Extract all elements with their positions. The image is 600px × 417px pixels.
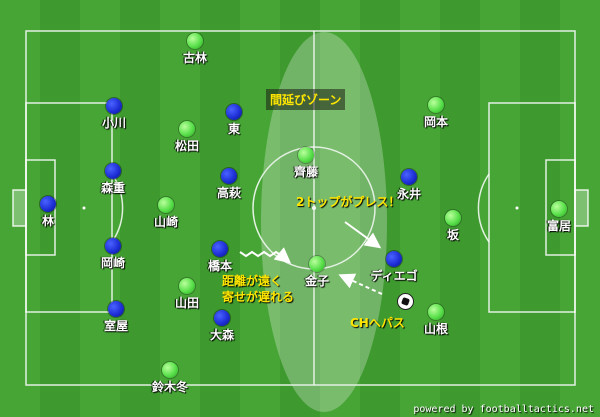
pass-arrow	[338, 273, 383, 295]
player-marker	[187, 33, 203, 49]
left-goal	[12, 189, 27, 227]
player-name: 鈴木冬	[151, 380, 188, 394]
press-note: 2トップがプレス！	[296, 195, 401, 209]
player-name: 岡本	[423, 115, 448, 129]
player-name: 富居	[546, 219, 571, 233]
player-marker	[428, 97, 444, 113]
player-marker	[212, 241, 228, 257]
player-marker	[298, 147, 314, 163]
right-penalty-arc	[477, 173, 490, 243]
ball-icon	[398, 294, 413, 309]
player-marker	[428, 304, 444, 320]
player-name: 室屋	[103, 319, 128, 333]
right-goal	[574, 189, 589, 227]
stretched-zone-label: 間延びゾーン	[266, 89, 346, 110]
player-name: 山田	[174, 296, 199, 310]
player-marker	[106, 98, 122, 114]
player-marker	[40, 196, 56, 212]
player-name: 東	[227, 122, 240, 136]
slow-press-arrow	[239, 247, 292, 264]
distance-note-line2: 寄せが遅れる	[222, 290, 295, 304]
player-marker	[179, 121, 195, 137]
player-name: 齊藤	[293, 165, 318, 179]
player-marker	[158, 197, 174, 213]
player-name: 森重	[100, 181, 125, 195]
player-name: 坂	[446, 228, 459, 242]
player-marker	[386, 251, 402, 267]
player-name: 高萩	[216, 186, 241, 200]
player-marker	[401, 169, 417, 185]
left-penalty-arc	[111, 173, 124, 243]
player-name: 小川	[101, 116, 126, 130]
player-marker	[226, 104, 242, 120]
distance-note-line1: 距離が遠く	[222, 274, 283, 288]
player-name: 山崎	[153, 215, 178, 229]
player-name: ディエゴ	[370, 269, 418, 283]
player-name: 林	[41, 214, 54, 228]
player-marker	[445, 210, 461, 226]
player-marker	[221, 168, 237, 184]
player-marker	[105, 238, 121, 254]
press-arrow	[344, 221, 382, 249]
player-marker	[309, 256, 325, 272]
player-marker	[105, 163, 121, 179]
player-marker	[214, 310, 230, 326]
stretched-zone	[261, 32, 387, 412]
player-marker	[108, 301, 124, 317]
player-marker	[551, 201, 567, 217]
player-name: 岡崎	[100, 256, 125, 270]
credit-text: powered by footballtactics.net	[413, 404, 594, 415]
player-name: 大森	[209, 328, 234, 342]
player-name: 金子	[304, 274, 329, 288]
player-marker	[179, 278, 195, 294]
player-name: 古林	[182, 51, 207, 65]
player-name: 永井	[396, 187, 421, 201]
ch-pass-note: CHへパス	[350, 316, 405, 330]
player-name: 橋本	[207, 259, 232, 273]
player-name: 松田	[174, 139, 199, 153]
player-name: 山根	[423, 322, 448, 336]
player-marker	[162, 362, 178, 378]
